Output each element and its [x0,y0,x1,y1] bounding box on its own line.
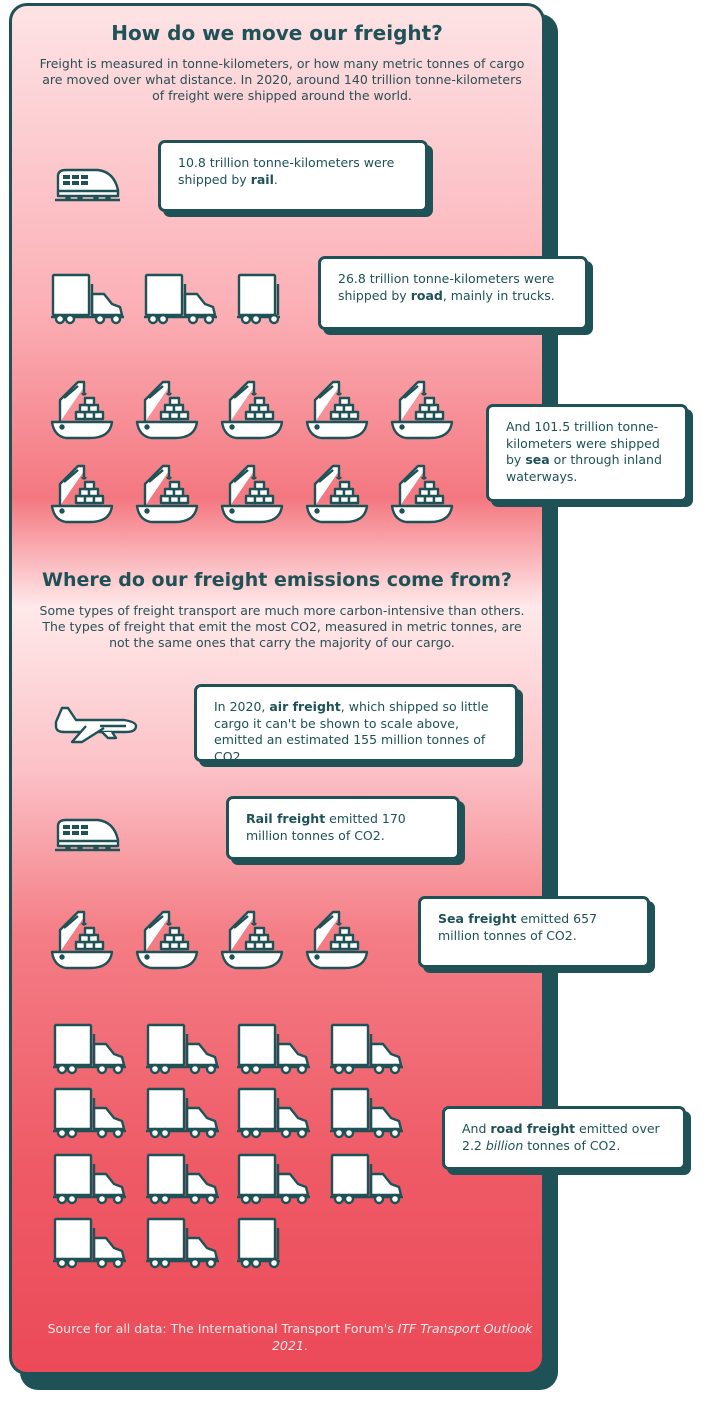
partial-truck-icon [236,272,284,326]
rail-emissions-callout: Rail freight emitted 170 million tonnes … [226,796,465,865]
rail-volume-callout: 10.8 trillion tonne-kilometers were ship… [158,140,433,217]
air-emissions-callout: In 2020, air freight, which shipped so l… [194,684,523,767]
road-volume-callout: 26.8 trillion tonne-kilometers were ship… [318,256,593,335]
ship-icon [305,378,369,440]
sea-emissions-callout: Sea freight emitted 657 million tonnes o… [418,896,655,973]
ship-icon [135,378,199,440]
infographic-card: How do we move our freight? Freight is m… [9,3,693,1375]
emissions-title: Where do our freight emissions come from… [42,569,512,591]
partial-truck-icon [236,1216,284,1270]
ship-icon [390,462,454,524]
ship-icon [220,908,284,970]
ship-icon [50,378,114,440]
truck-icon [52,1086,128,1140]
emissions-intro: Some types of freight transport are much… [39,603,525,650]
intro-text: Freight is measured in tonne-kilometers,… [39,56,525,103]
truck-icon [145,1152,221,1206]
sea-volume-callout: And 101.5 trillion tonne-kilometers were… [486,404,693,507]
page-title: How do we move our freight? [111,21,443,45]
ship-icon [220,378,284,440]
truck-icon [50,272,126,326]
truck-icon [52,1216,128,1270]
truck-icon [145,1022,221,1076]
truck-icon [145,1216,221,1270]
train-icon [50,816,124,856]
truck-icon [329,1086,405,1140]
truck-icon [236,1022,312,1076]
road-emissions-callout: And road freight emitted over 2.2 billio… [442,1106,691,1175]
airplane-icon [52,704,140,746]
train-icon [50,166,124,206]
ship-icon [135,908,199,970]
ship-icon [305,462,369,524]
ship-icon [135,462,199,524]
ship-icon [50,462,114,524]
source-note: Source for all data: The International T… [47,1321,533,1353]
truck-icon [52,1152,128,1206]
truck-icon [329,1152,405,1206]
truck-icon [143,272,219,326]
truck-icon [52,1022,128,1076]
ship-icon [50,908,114,970]
truck-icon [236,1086,312,1140]
ship-icon [390,378,454,440]
truck-icon [329,1022,405,1076]
ship-icon [305,908,369,970]
truck-icon [236,1152,312,1206]
ship-icon [220,462,284,524]
truck-icon [145,1086,221,1140]
